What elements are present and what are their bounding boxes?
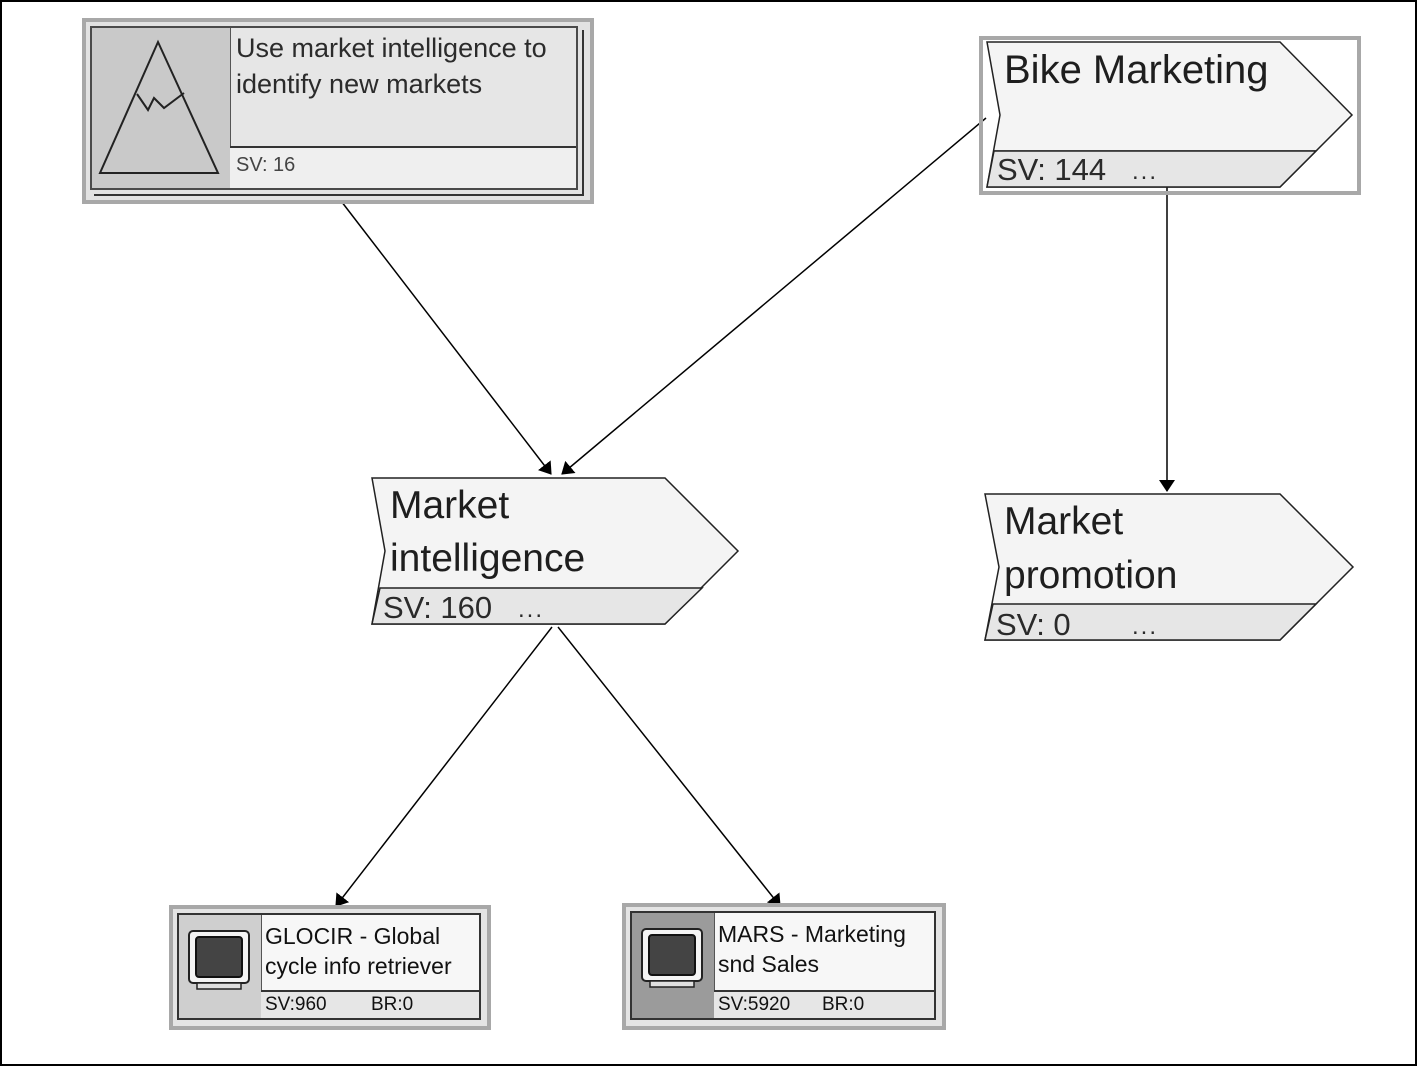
application-node-glocir[interactable]: GLOCIR - Global cycle info retriever SV:… — [169, 905, 491, 1030]
application-node-mars[interactable]: MARS - Marketing snd Sales SV:5920 BR:0 — [622, 903, 946, 1030]
bike-marketing-sv: SV: 144 — [997, 152, 1107, 187]
mars-body: MARS - Marketing snd Sales SV:5920 BR:0 — [630, 911, 936, 1020]
market-intelligence-title-line1: Market — [390, 484, 510, 527]
monitor-icon — [188, 930, 250, 990]
market-promotion-more[interactable]: ... — [1132, 613, 1159, 640]
monitor-icon — [641, 928, 703, 988]
glocir-icon-cell — [179, 915, 262, 1018]
goal-title: Use market intelligence to identify new … — [236, 33, 547, 99]
mars-br: BR:0 — [822, 994, 865, 1015]
bike-marketing-more[interactable]: ... — [1132, 158, 1159, 185]
mars-icon-cell — [632, 913, 715, 1018]
goal-icon-cell — [92, 28, 231, 188]
mars-sv: SV:5920 — [718, 994, 791, 1015]
goal-shadow — [94, 30, 584, 196]
market-intelligence-title-line2: intelligence — [390, 537, 586, 580]
market-promotion-title-line2: promotion — [1004, 554, 1178, 597]
market-intelligence-sv: SV: 160 — [383, 590, 493, 625]
glocir-body: GLOCIR - Global cycle info retriever SV:… — [177, 913, 481, 1020]
connector-market-intelligence-to-mars — [557, 626, 781, 907]
function-node-bike-marketing[interactable] — [979, 36, 1361, 195]
goal-sv: SV: 16 — [236, 154, 296, 176]
goal-footer: SV: 16 — [230, 146, 576, 188]
market-promotion-title-line1: Market — [1004, 500, 1124, 543]
mars-footer: SV:5920 BR:0 — [714, 990, 934, 1018]
market-intelligence-more[interactable]: ... — [518, 596, 545, 623]
goal-node[interactable]: Use market intelligence to identify new … — [82, 18, 594, 204]
bike-marketing-title: Bike Marketing — [1004, 48, 1269, 92]
glocir-sv: SV:960 — [265, 994, 327, 1015]
goal-body: Use market intelligence to identify new … — [90, 26, 578, 190]
glocir-title: GLOCIR - Global cycle info retriever — [265, 923, 452, 979]
connector-market-intelligence-to-glocir — [335, 626, 553, 907]
connector-bike-marketing-to-market-intelligence — [561, 117, 987, 475]
glocir-br: BR:0 — [371, 994, 414, 1015]
mountain-icon — [98, 39, 220, 174]
market-promotion-sv: SV: 0 — [996, 607, 1071, 642]
function-node-market-promotion[interactable] — [984, 493, 1355, 641]
glocir-footer: SV:960 BR:0 — [261, 990, 479, 1018]
function-node-market-intelligence[interactable] — [371, 477, 740, 625]
mars-title: MARS - Marketing snd Sales — [718, 921, 906, 977]
connector-goal-to-market-intelligence — [337, 196, 552, 475]
